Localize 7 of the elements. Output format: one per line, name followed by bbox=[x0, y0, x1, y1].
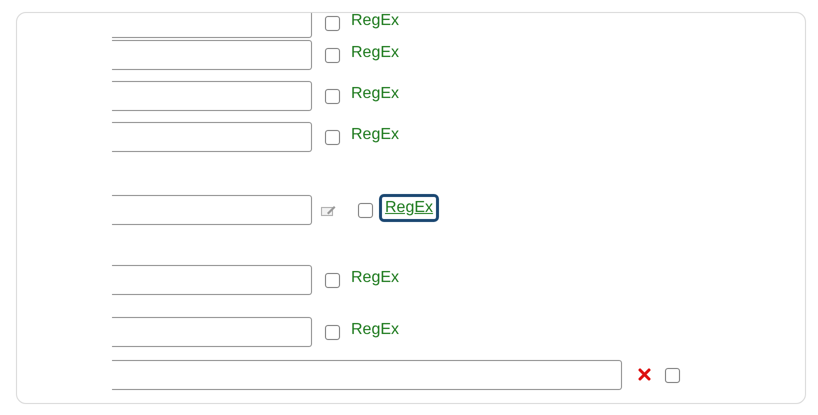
regex-label: RegEx bbox=[351, 13, 400, 30]
regex-label: RegEx bbox=[351, 321, 400, 339]
regex-link: RegEx bbox=[379, 194, 440, 222]
regex-label: RegEx bbox=[351, 269, 400, 287]
regex-label: RegEx bbox=[351, 126, 400, 144]
regex-label: RegEx bbox=[351, 44, 400, 62]
regex-label: RegEx bbox=[351, 85, 400, 103]
